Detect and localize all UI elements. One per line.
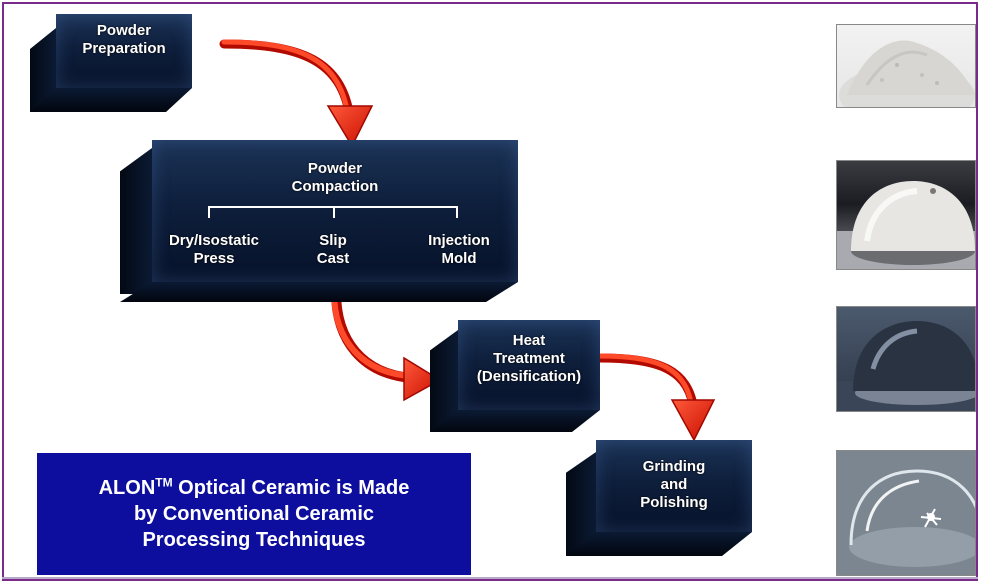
arrowhead-3 xyxy=(670,399,716,442)
powder-preparation-box: Powder Preparation xyxy=(56,14,192,88)
caption-tm: TM xyxy=(155,475,173,490)
powder-prep-bottom xyxy=(30,88,192,112)
arrowhead-2 xyxy=(403,356,442,402)
grinding-polishing-box: Grinding and Polishing xyxy=(596,440,752,532)
arrowhead-1 xyxy=(326,105,374,148)
dry-isostatic-press-label: Dry/Isostatic Press xyxy=(168,232,260,267)
injection-mold-label: Injection Mold xyxy=(428,232,490,267)
compaction-bottom xyxy=(120,282,518,302)
heat-treatment-box: Heat Treatment (Densification) xyxy=(458,320,600,410)
powder-compaction-box: Powder Compaction Dry/Isostatic Press Sl… xyxy=(152,140,518,282)
white-dome-photo xyxy=(836,160,976,270)
caption-line-1-rest: Optical Ceramic is Made xyxy=(172,477,410,499)
compaction-side xyxy=(120,148,152,294)
powder-compaction-label: Powder Compaction xyxy=(291,160,379,195)
caption-box: ALONTM Optical Ceramic is Made by Conven… xyxy=(37,453,471,575)
clear-dome-photo xyxy=(836,450,976,576)
caption-alon: ALON xyxy=(98,477,156,499)
slip-cast-label: Slip Cast xyxy=(316,232,350,267)
caption-text: ALONTM Optical Ceramic is Made by Conven… xyxy=(99,475,410,553)
grinding-bottom xyxy=(566,532,752,556)
heat-treatment-label: Heat Treatment (Densification) xyxy=(476,332,582,385)
powder-photo xyxy=(836,24,976,108)
dark-dome-photo xyxy=(836,306,976,412)
caption-line-1: ALONTM Optical Ceramic is Made xyxy=(99,475,410,501)
page-frame xyxy=(2,2,978,581)
grinding-polishing-label: Grinding and Polishing xyxy=(640,458,708,511)
powder-preparation-label: Powder Preparation xyxy=(82,22,166,57)
bracket-left xyxy=(208,206,210,218)
caption-line-3: Processing Techniques xyxy=(142,529,366,551)
bracket-middle xyxy=(333,206,335,218)
bottom-rule xyxy=(2,577,978,579)
bracket-right xyxy=(456,206,458,218)
caption-line-2: by Conventional Ceramic xyxy=(133,503,375,525)
heat-bottom xyxy=(430,410,600,432)
